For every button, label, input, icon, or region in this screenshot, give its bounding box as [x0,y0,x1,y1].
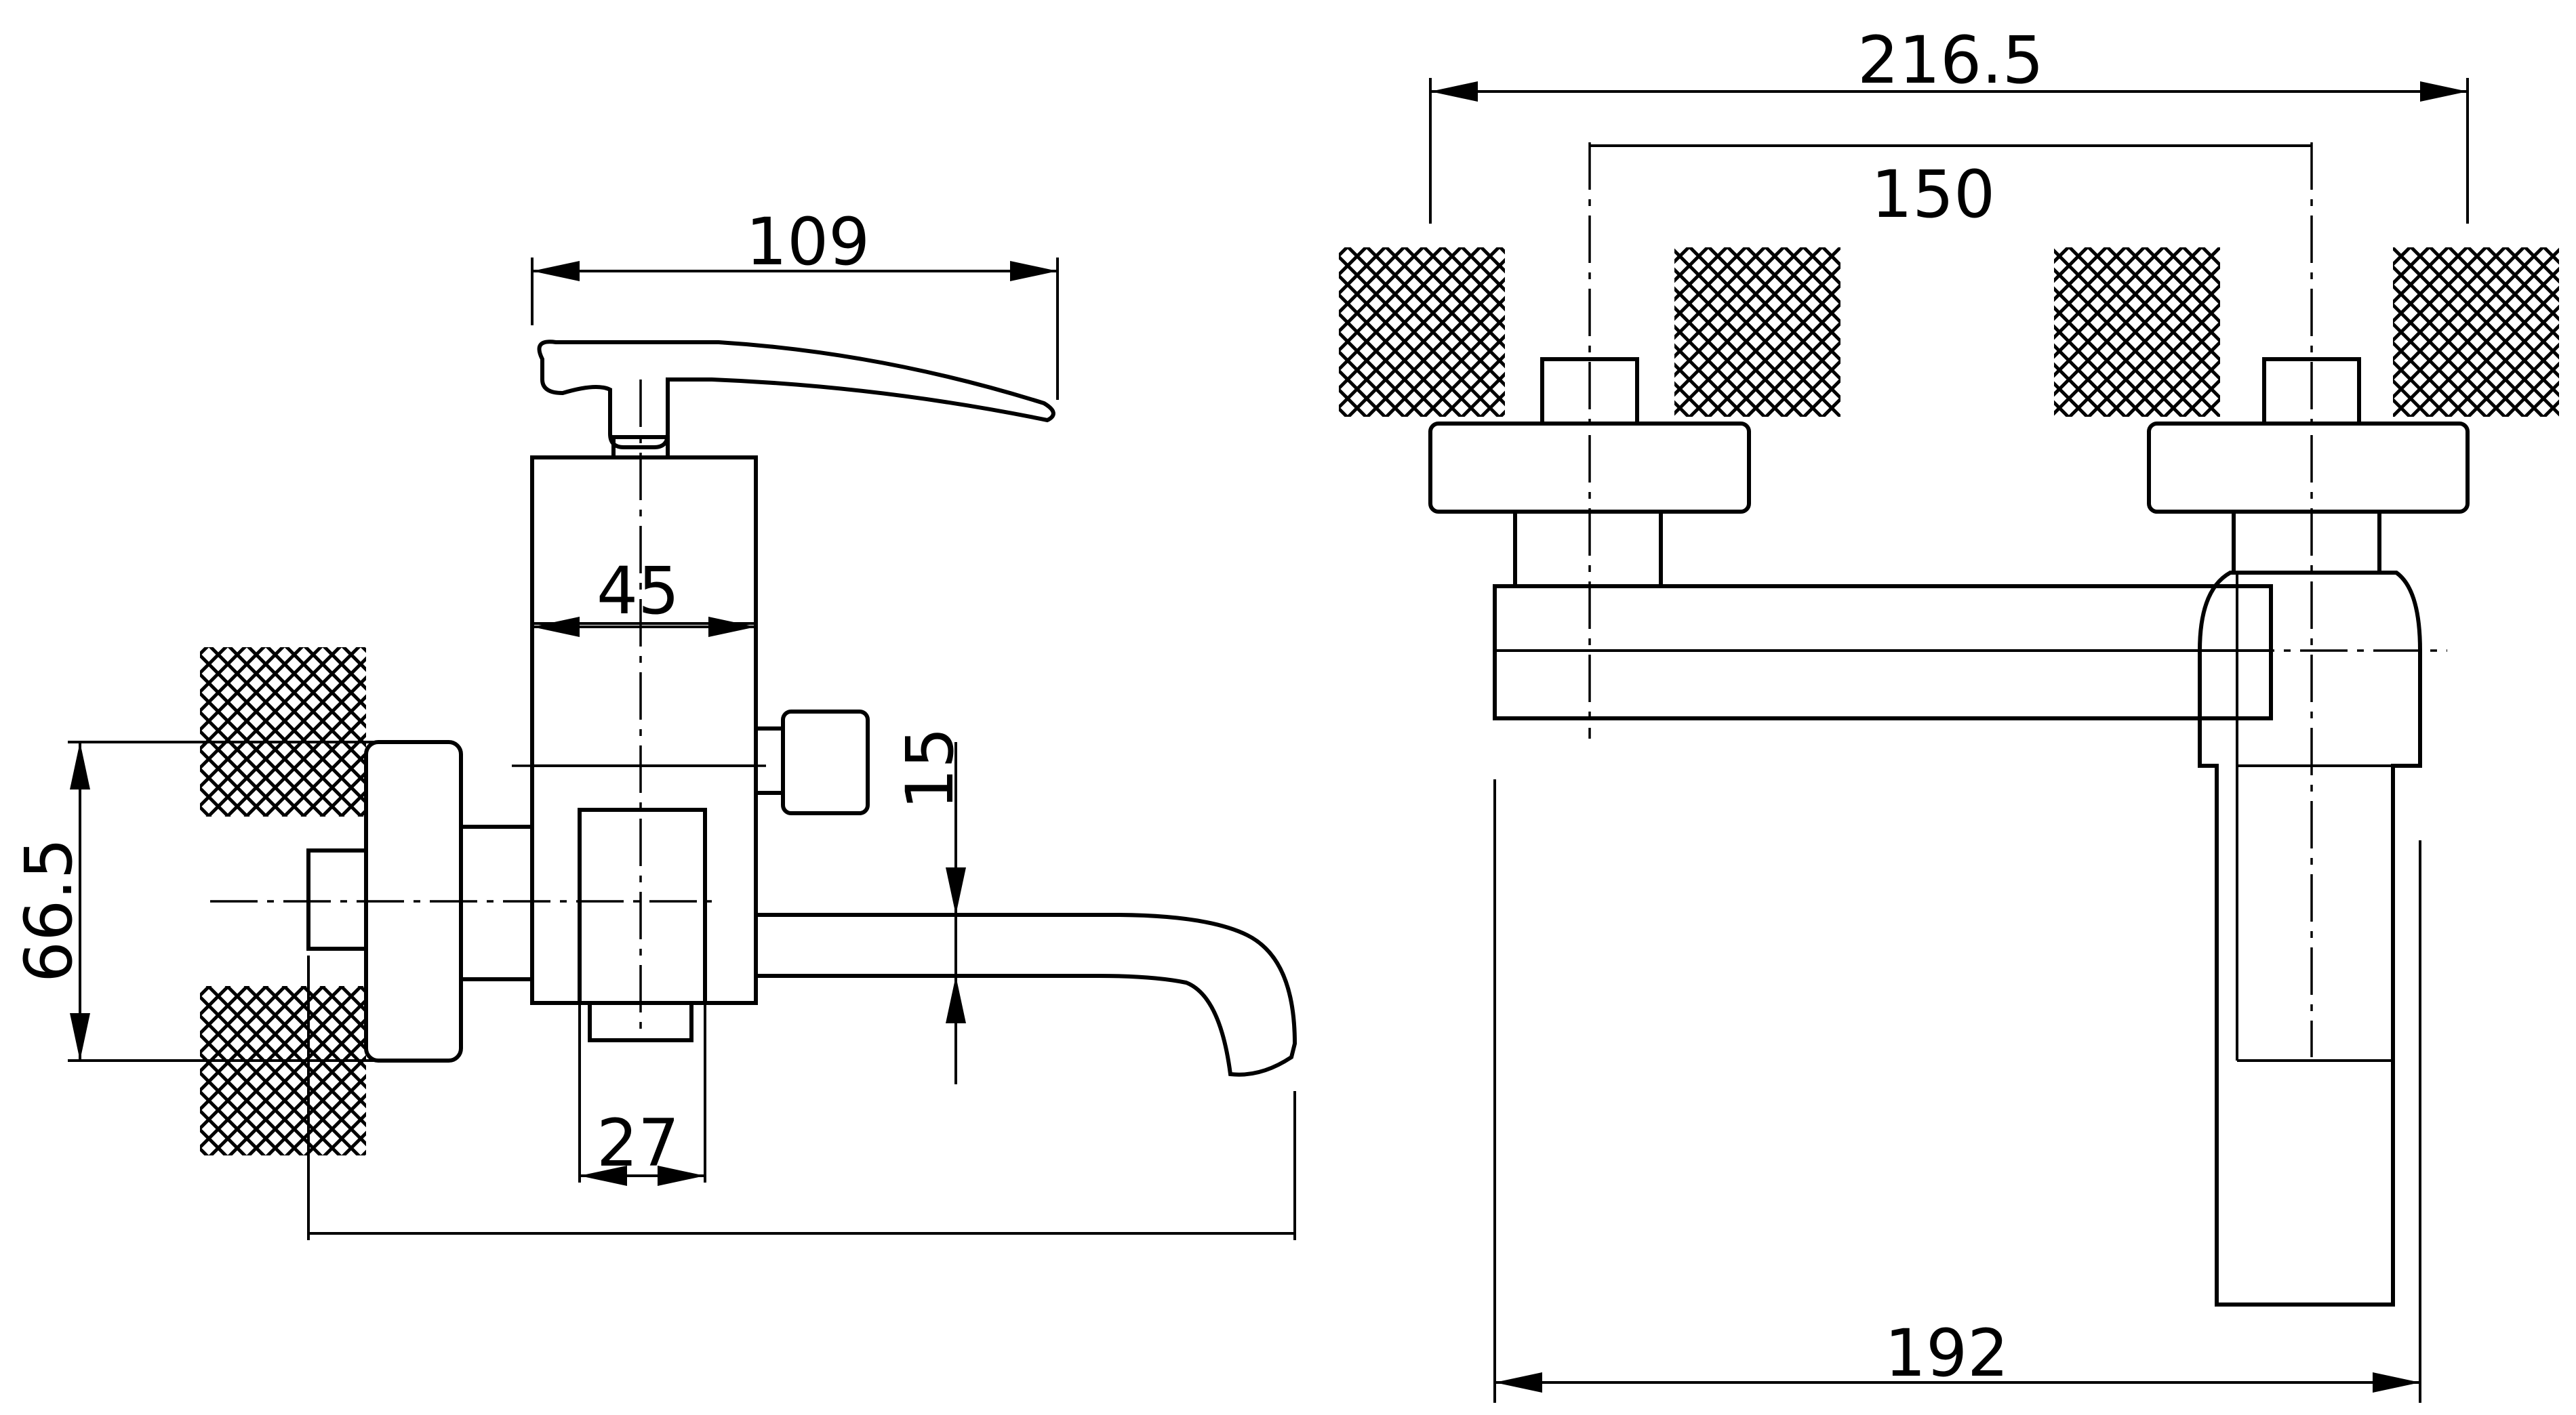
lever-handle [537,340,1055,449]
wall-hatch-4 [2393,247,2559,417]
diverter-knob [781,710,870,815]
eccentric-connector [306,848,368,951]
spout-body [2198,571,2422,1307]
diverter-block [578,808,707,1005]
side-view: 109 45 66.5 15 [11,204,1297,1240]
right-flange [2147,422,2470,514]
dim-216-5: 216.5 [1429,22,2469,224]
connecting-pipe [459,825,534,981]
dim-109: 109 [531,204,1059,400]
dim-150: 150 [1590,144,2312,232]
diverter-stem [754,726,785,795]
dim-150-label: 150 [1871,157,1995,232]
dim-45-label: 45 [597,553,679,629]
dim-45: 45 [532,553,756,637]
dim-192-label: 192 [1885,1315,2009,1391]
mixer-bar [1493,584,2273,720]
dim-15-label: 15 [892,727,968,810]
spout [754,913,1297,1077]
wall-hatch-upper [200,647,366,817]
wall-hatch-3 [2054,247,2220,417]
right-pipe [2232,510,2381,575]
dim-27: 27 [578,1003,706,1186]
left-pipe [1513,510,1663,588]
wall-hatch-2 [1674,247,1840,417]
dim-192: 192 [1493,779,2421,1403]
dim-216-5-label: 216.5 [1857,22,2044,98]
wall-hatch-1 [1339,247,1505,417]
dim-projection-side [307,956,1296,1240]
wall-hatch-lower [200,986,366,1155]
dim-109-label: 109 [746,204,870,280]
mixer-body [530,455,758,1005]
dim-66-5: 66.5 [11,741,380,1062]
dim-66-5-label: 66.5 [11,838,87,983]
dim-15: 15 [892,727,968,1084]
top-view: 216.5 150 192 [1339,22,2559,1403]
dim-27-label: 27 [597,1105,679,1181]
